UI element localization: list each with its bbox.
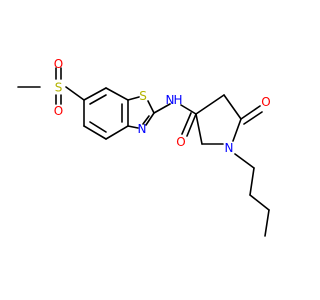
bond-butyl-2 (249, 167, 255, 196)
bond-benzene-1 (83, 87, 107, 101)
atom-amide-o: O (176, 135, 185, 149)
bond-benzene-2 (105, 87, 129, 101)
bond-nh-carbonyl (180, 104, 197, 115)
bond-ring-5 (195, 113, 203, 145)
atom-lactam-o: O (261, 95, 270, 109)
atom-lactam-n: N (225, 141, 234, 155)
bond-lactam-o-b (243, 111, 263, 125)
bond-s-ring (65, 86, 85, 101)
structure-drawing: S O O S N N H O O N (17, 57, 271, 237)
atom-label-layer: S O O S N N H O O N (54, 57, 271, 155)
atom-amide-h: H (173, 93, 182, 107)
bond-butyl-1 (234, 153, 255, 169)
bond-thiazole-3 (145, 112, 155, 126)
bond-ring-2 (223, 94, 242, 120)
bond-benzene-inner-1 (89, 94, 107, 105)
bond-ring-3 (232, 118, 242, 142)
molecule-diagram: S O O S N N H O O N (17, 57, 271, 237)
atom-thiazole-s: S (139, 89, 147, 103)
atom-sulfonyl-s: S (55, 81, 63, 95)
bond-benzene-inner-3 (89, 121, 107, 133)
bond-benzene-5 (83, 125, 107, 140)
bond-thiazole-1 (127, 96, 140, 101)
bond-thiazole-4 (127, 125, 139, 129)
bond-benzene-4 (105, 125, 129, 140)
bond-c2-nh (153, 103, 171, 114)
bond-ring-1 (195, 94, 225, 115)
atom-amide-n: N (166, 93, 175, 107)
atom-thiazole-n: N (138, 122, 147, 136)
atom-sulfonyl-o-bottom: O (54, 104, 63, 118)
bond-carbonyl-o-a (186, 113, 197, 137)
bond-butyl-4 (264, 209, 270, 237)
atom-sulfonyl-o-top: O (54, 57, 63, 71)
bond-thiazole-2 (147, 100, 155, 114)
bond-carbonyl-o-b (181, 112, 192, 135)
bond-lactam-o-a (240, 105, 261, 120)
bond-layer (17, 67, 270, 237)
bond-butyl-3 (249, 194, 270, 211)
bond-thiazole-3b (142, 115, 150, 125)
